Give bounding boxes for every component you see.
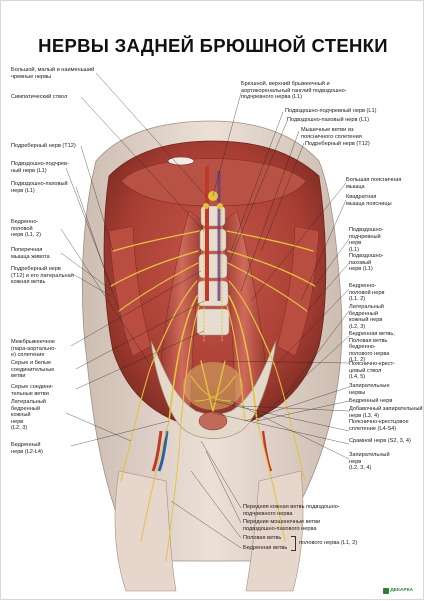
label-sympathetic-trunk: Симпатический ствол <box>11 94 68 100</box>
label-anterior-scrotal-branches: Передние мошоночные ветви подвздошно-пах… <box>243 519 321 532</box>
label-obturator-nerves: Запирательные нервы <box>349 383 390 396</box>
femoral-vein <box>157 430 169 472</box>
label-genitofemoral-r: Бедренно- половой нерв (L1, 2) <box>349 283 385 303</box>
bracket <box>291 536 296 551</box>
label-intermesenteric-plexus: Межбрыжеечное (пара-аортально- е) сплете… <box>11 339 57 359</box>
label-iliohypogastric-r: Подвздошно-подчревный нерв (L1) <box>285 108 377 114</box>
label-lateral-femoral-cutaneous-r: Латеральный бедренный кожный нерв (L2, 3… <box>349 304 384 330</box>
nerves <box>110 191 316 562</box>
label-iliohypogastric-nerve: Подвздошно-подчрев- ный нерв (L1) <box>11 161 69 174</box>
femoral-vein-right <box>261 430 273 472</box>
label-transverse-muscle: Поперечная мышца живота <box>11 247 50 260</box>
label-accessory-obturator: Добавочный запирательный нерв (L3, 4) <box>349 406 423 419</box>
transverse-muscle-right <box>276 225 320 357</box>
left-thigh <box>114 470 177 592</box>
label-ilioinguinal-r: Подвздошно-паховый нерв (L1) <box>287 117 369 123</box>
label-anterior-cutaneous-branch: Передняя кожная ветвь подвздошно- подчре… <box>243 504 340 517</box>
bladder <box>198 411 228 431</box>
label-gray-white-rami: Серые и белые соединительные ветви <box>11 360 55 380</box>
aortic-opening <box>167 156 195 166</box>
label-femoral-branch: Бедренная ветвь <box>243 545 288 551</box>
label-lateral-femoral-cutaneous: Латеральный бедренный кожный нерв (L2, 3… <box>11 399 46 432</box>
label-genitofemoral-nerve: Бедренно- половой нерв (L1, 2) <box>11 219 42 239</box>
label-genital-branch: Половая ветвь <box>243 535 282 541</box>
label-femoral-genital-branches: Бедренная ветвь, Половая ветвь бедренно-… <box>349 331 395 364</box>
label-genitofemoral-bracket: полового нерва (L1, 2) <box>299 540 358 546</box>
label-celiac-ganglia: Брюшной, верхний брыжеечный и аортикорен… <box>241 81 347 101</box>
label-iliohypogastric-r2: Подвздошно- подчревный нерв (L1) <box>349 227 384 253</box>
leader-lines <box>60 72 350 549</box>
label-quadratus-lumborum: Квадратная мышца поясницы <box>346 194 392 207</box>
poster-title: НЕРВЫ ЗАДНЕЙ БРЮШНОЙ СТЕНКИ <box>38 35 388 56</box>
label-gray-rami: Серые соедини- тельные ветви <box>11 384 54 397</box>
label-femoral-nerve-r: Бедренный нерв <box>349 398 393 404</box>
label-psoas-major: Большая поясничная мышца <box>346 177 402 190</box>
label-lumbosacral-plexus: Пояснично-крестцовое сплетение (L4-S4) <box>349 419 409 432</box>
label-muscular-branches: Мышечные ветви из поясничного сплетения <box>301 127 362 140</box>
label-ilioinguinal-nerve: Подвздошно-паховый нерв (L1) <box>11 181 68 194</box>
sacral-plexus-area <box>183 362 243 410</box>
label-subcostal-lateral-branch: Подреберный нерв (Т12) и его латеральная… <box>11 266 74 286</box>
label-subcostal-r: Подреберный нерв (Т12) <box>305 141 370 147</box>
label-lumbosacral-trunk: Пояснично-крест- цовый ствол (L4, 5) <box>349 361 396 381</box>
label-femoral-nerve: Бедренный нерв (L2-L4) <box>11 442 43 455</box>
label-splanchnic-nerves: Большой, малый и наименьший чревные нерв… <box>11 67 95 80</box>
right-thigh <box>245 470 304 592</box>
label-ilioinguinal-r2: Подвздошно- паховый нерв (L1) <box>349 253 384 273</box>
label-subcostal-nerve: Подреберный нерв (Т12) <box>11 143 76 149</box>
label-pudendal-nerve: Срамной нерв (S2, 3, 4) <box>349 438 411 444</box>
label-obturator-nerve: Запирательный нерв (L2, 3, 4) <box>349 452 390 472</box>
femoral-artery <box>151 430 163 472</box>
transverse-muscle-left <box>108 225 152 357</box>
brand-name: ДЕКАРКА <box>390 588 413 593</box>
brand-logo-icon <box>383 588 389 594</box>
